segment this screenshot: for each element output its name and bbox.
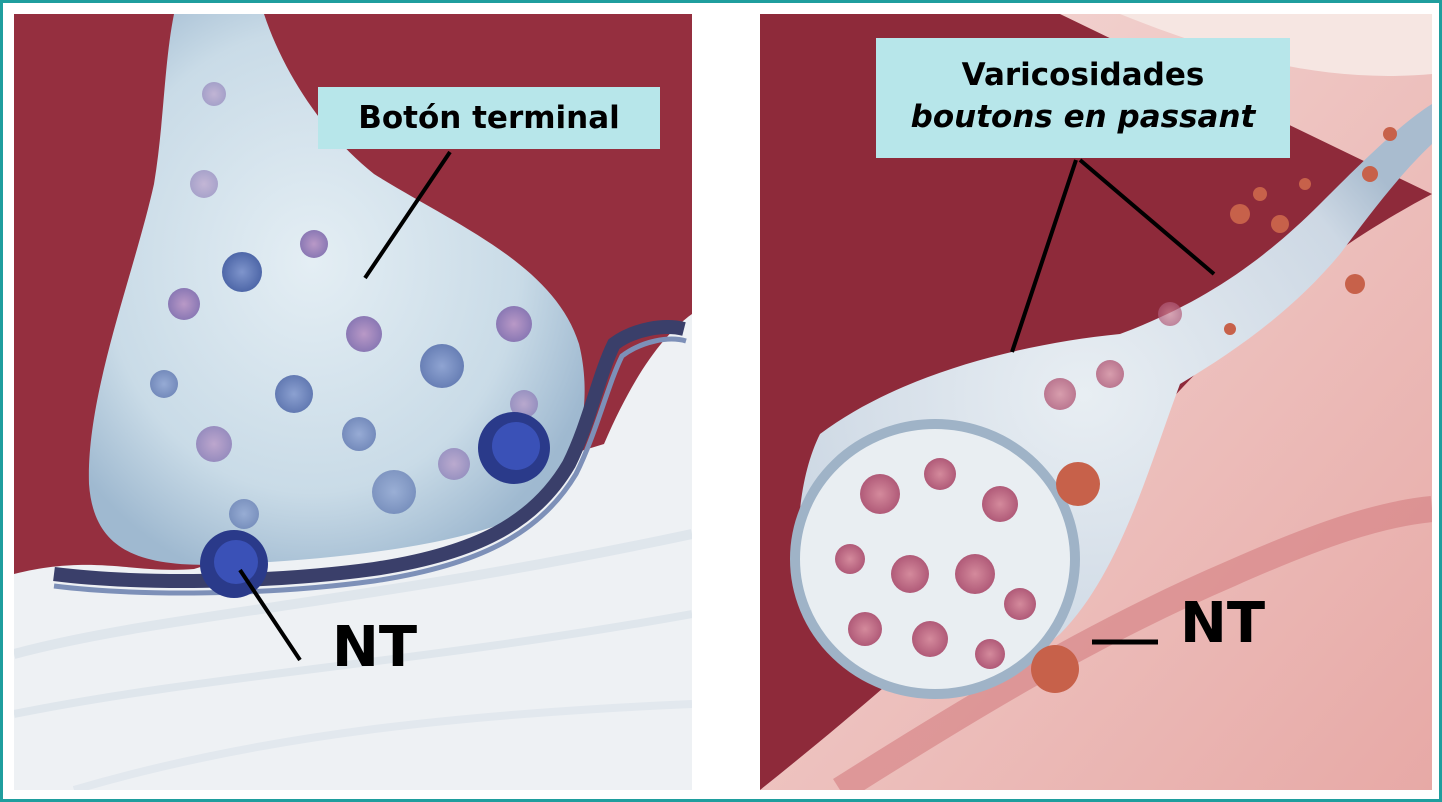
leader-line-terminal-button [365, 152, 450, 278]
nt-label-left: NT [332, 620, 417, 676]
varicosities-subtitle: boutons en passant [876, 96, 1290, 138]
terminal-button-label: Botón terminal [318, 87, 660, 149]
terminal-button-text: Botón terminal [358, 100, 620, 136]
leader-line-nt-left [240, 570, 300, 660]
nt-label-right: NT [1180, 596, 1265, 652]
leader-line-varicosity-1 [1012, 160, 1076, 352]
varicosities-title: Varicosidades [876, 54, 1290, 96]
varicosities-label: Varicosidades boutons en passant [876, 38, 1290, 158]
leader-line-varicosity-2 [1080, 160, 1214, 274]
